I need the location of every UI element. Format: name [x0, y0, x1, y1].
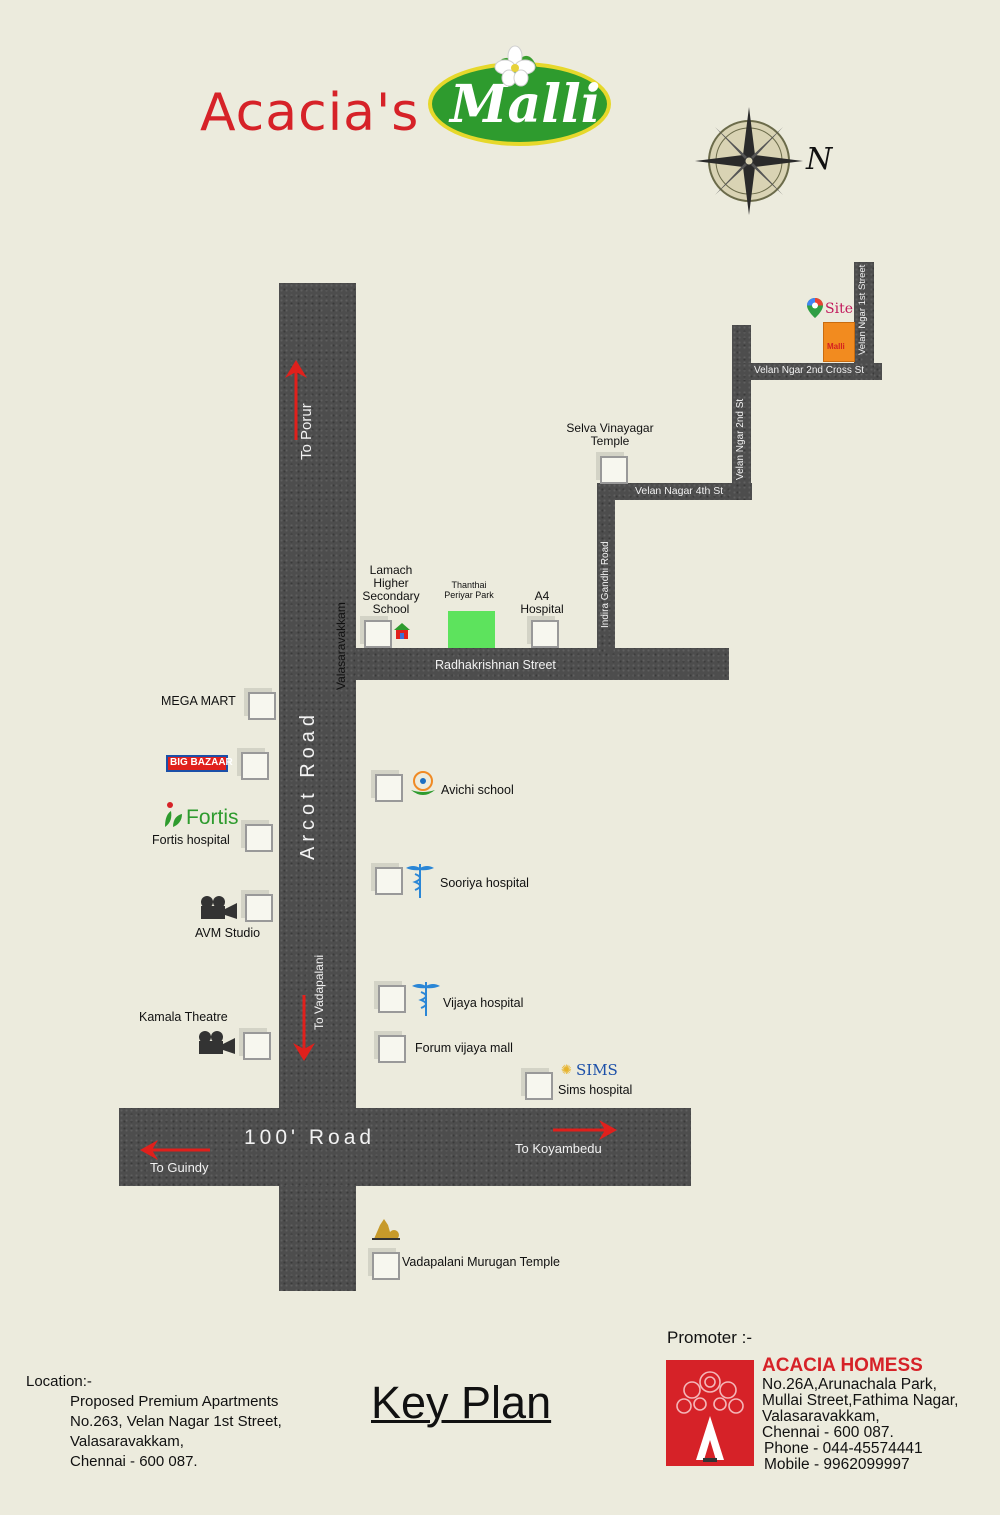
avichi-school-marker	[375, 774, 403, 802]
avm-studio-marker	[245, 894, 273, 922]
movie-camera-icon	[201, 896, 237, 919]
kamala-theatre-label: Kamala Theatre	[139, 1010, 228, 1024]
avm-studio-label: AVM Studio	[195, 926, 261, 940]
selva-vinayagar-temple-label: Selva Vinayagar Temple	[566, 421, 654, 448]
sims-logo-star-icon: ✺	[561, 1062, 572, 1077]
velan-2nd-cross-label: Velan Ngar 2nd Cross St	[754, 365, 865, 376]
avichi-school-label: Avichi school	[441, 783, 514, 797]
sims-hospital-marker	[525, 1072, 553, 1100]
big-bazaar-marker	[241, 752, 269, 780]
sims-logo-text: SIMS	[576, 1061, 618, 1079]
site-label: Site	[825, 301, 853, 317]
avichi-logo-icon	[411, 771, 435, 795]
school-icon	[394, 623, 410, 639]
hundred-road-label: 100' Road	[244, 1126, 376, 1149]
mega-mart-marker	[248, 692, 276, 720]
velan-1st-label: Velan Ngar 1st Street	[857, 264, 868, 355]
to-koyambedu-label: To Koyambedu	[515, 1141, 602, 1156]
periyar-park	[448, 611, 495, 648]
brand-name: Acacia's	[200, 83, 420, 143]
promoter-line-1: No.26A,Arunachala Park,	[762, 1376, 937, 1393]
to-guindy-label: To Guindy	[150, 1160, 209, 1175]
promoter-heading: Promoter :-	[667, 1328, 753, 1347]
sooriya-hospital-marker	[375, 867, 403, 895]
lamach-school-label: Lamach Higher Secondary School	[362, 563, 420, 616]
location-heading: Location:-	[26, 1373, 92, 1390]
fortis-logo-text: Fortis	[186, 806, 239, 829]
vijaya-hospital-label: Vijaya hospital	[443, 996, 524, 1010]
selva-vinayagar-temple-marker	[600, 456, 628, 484]
velan-nagar-4th-street	[597, 483, 752, 500]
velan-nagar-1st-street	[854, 262, 874, 380]
arcot-road-label: Arcot Road	[297, 709, 319, 860]
promoter-mobile: Mobile - 9962099997	[764, 1456, 910, 1473]
promoter-line-3: Valasaravakkam,	[762, 1408, 880, 1425]
promoter-line-2: Mullai Street,Fathima Nagar,	[762, 1392, 959, 1409]
compass-icon	[695, 107, 803, 215]
mega-mart-label: MEGA MART	[161, 694, 236, 708]
fortis-hospital-label: Fortis hospital	[152, 833, 230, 847]
fortis-logo-icon	[165, 802, 182, 827]
jasmine-flower-icon	[493, 45, 537, 87]
murugan-temple-marker	[372, 1252, 400, 1280]
radhakrishnan-label: Radhakrishnan Street	[435, 658, 556, 672]
location-line-1: Proposed Premium Apartments	[70, 1393, 279, 1410]
movie-camera-icon	[199, 1031, 235, 1054]
indira-gandhi-label: Indira Gandhi Road	[600, 541, 611, 628]
temple-icon	[372, 1219, 400, 1240]
location-line-3: Valasaravakkam,	[70, 1433, 184, 1450]
caduceus-icon	[406, 864, 434, 898]
arrow-up-icon	[285, 360, 307, 440]
velan-nagar-2nd-cross-street	[732, 363, 882, 380]
big-bazaar-logo-text: BIG BAZAAR	[170, 757, 233, 768]
promoter-name: ACACIA HOMESS	[762, 1355, 923, 1376]
sims-hospital-label: Sims hospital	[558, 1083, 633, 1097]
valasaravakkam-label: Valasaravakkam	[334, 602, 348, 690]
a4-hospital-marker	[531, 620, 559, 648]
north-label: N	[806, 142, 833, 177]
a4-hospital-label: A4 Hospital	[520, 589, 564, 616]
kamala-theatre-marker	[243, 1032, 271, 1060]
location-line-4: Chennai - 600 087.	[70, 1453, 198, 1470]
forum-mall-marker	[378, 1035, 406, 1063]
vijaya-hospital-marker	[378, 985, 406, 1013]
forum-mall-label: Forum vijaya mall	[415, 1041, 513, 1055]
big-bazaar-logo	[166, 755, 228, 772]
caduceus-icon	[412, 982, 440, 1016]
lamach-school-marker	[364, 620, 392, 648]
brand-logo: Acacia's Malli	[195, 40, 615, 150]
location-line-2: No.263, Velan Nagar 1st Street,	[70, 1413, 282, 1430]
hundred-feet-road	[119, 1108, 691, 1186]
site-plot	[823, 322, 855, 362]
arrow-left-icon	[140, 1140, 210, 1160]
arrow-down-icon	[293, 995, 315, 1061]
promoter-line-4: Chennai - 600 087.	[762, 1424, 894, 1441]
fortis-hospital-marker	[245, 824, 273, 852]
radhakrishnan-street	[356, 648, 729, 680]
acacia-tree-logo-icon	[676, 1371, 744, 1462]
periyar-park-label: Thanthai Periyar Park	[444, 580, 494, 600]
map-pin-icon	[807, 298, 823, 318]
arrow-right-icon	[553, 1120, 617, 1140]
murugan-temple-label: Vadapalani Murugan Temple	[402, 1255, 560, 1269]
promoter-phone: Phone - 044-45574441	[764, 1440, 923, 1457]
site-plot-label: Malli	[827, 342, 845, 351]
indira-gandhi-road	[597, 483, 615, 653]
velan-4th-label: Velan Nagar 4th St	[635, 485, 724, 497]
key-plan-title: Key Plan	[371, 1377, 552, 1428]
velan-2nd-label: Velan Ngar 2nd St	[735, 398, 746, 480]
sooriya-hospital-label: Sooriya hospital	[440, 876, 529, 890]
